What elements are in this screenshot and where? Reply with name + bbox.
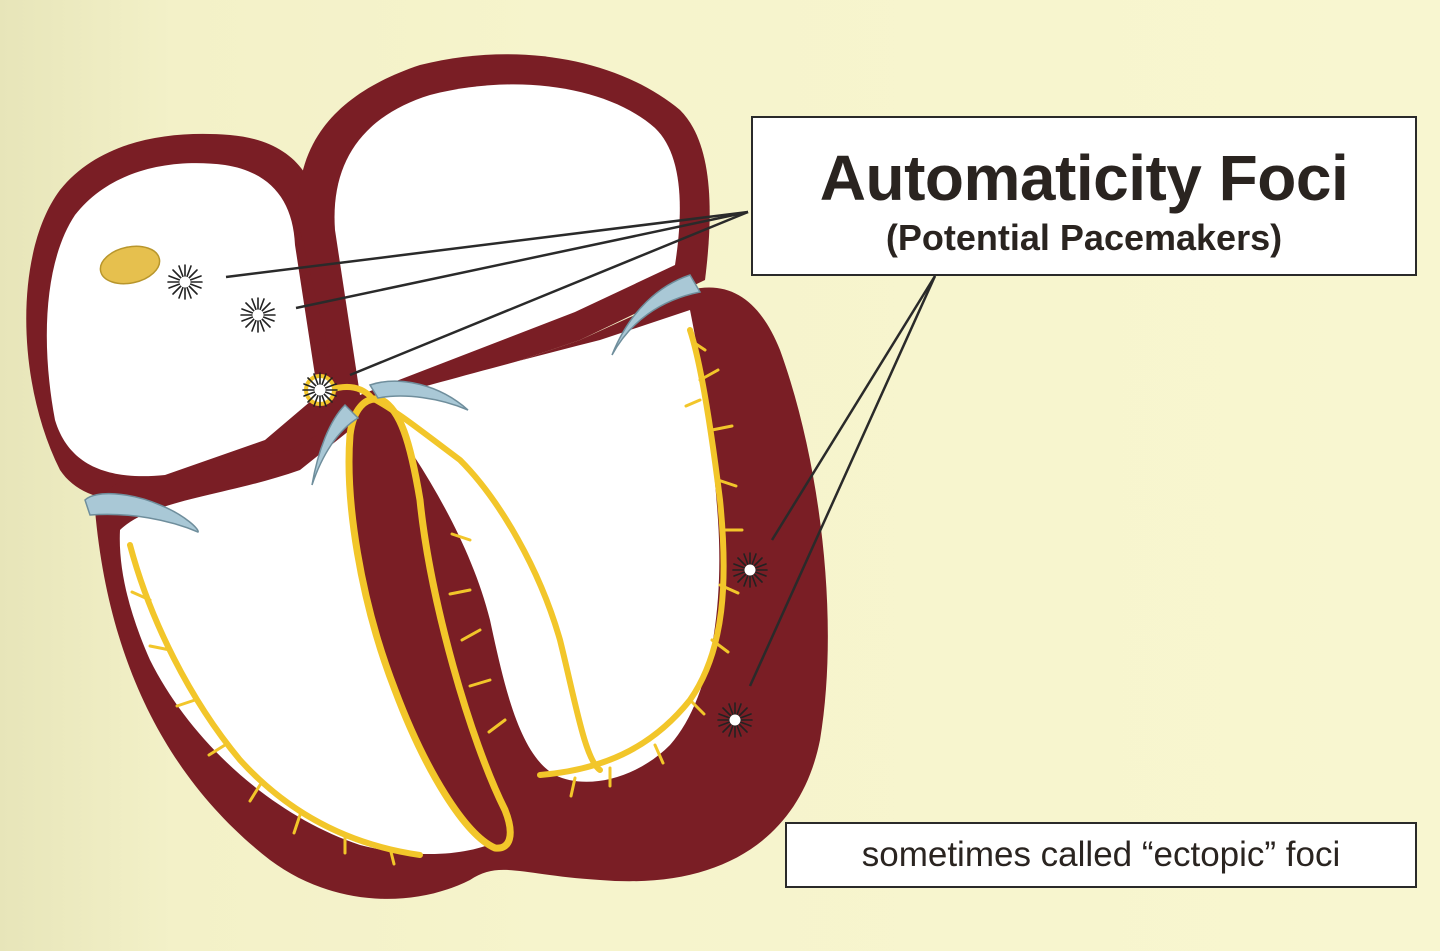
av-node-focus bbox=[302, 372, 338, 408]
septum-outline bbox=[345, 395, 514, 852]
valves bbox=[84, 274, 702, 533]
focus-atrial-1 bbox=[167, 264, 203, 300]
starburst-icon bbox=[167, 264, 203, 300]
chambers bbox=[46, 84, 720, 855]
aortic-valve bbox=[611, 274, 702, 356]
note-box: sometimes called “ectopic” foci bbox=[785, 822, 1417, 888]
starburst-icon bbox=[240, 297, 276, 333]
left-ventricle-chamber bbox=[375, 310, 720, 782]
left-atrium-chamber bbox=[334, 84, 680, 396]
title-box: Automaticity Foci (Potential Pacemakers) bbox=[751, 116, 1417, 276]
focus-ventricular-1 bbox=[732, 552, 768, 588]
right-atrium-chamber bbox=[46, 163, 318, 477]
right-purkinje-fibers bbox=[127, 542, 423, 858]
leader-lines bbox=[225, 210, 937, 687]
tricuspid-valve bbox=[84, 492, 199, 533]
title: Automaticity Foci bbox=[819, 142, 1349, 214]
starburst-icon bbox=[717, 702, 753, 738]
note-text: sometimes called “ectopic” foci bbox=[861, 835, 1341, 874]
septal-valve-left bbox=[311, 403, 360, 486]
right-ventricle-chamber bbox=[119, 430, 500, 855]
purkinje-branches bbox=[130, 340, 744, 866]
subtitle: (Potential Pacemakers) bbox=[885, 217, 1283, 258]
focus-atrial-2 bbox=[240, 297, 276, 333]
mitral-valve bbox=[368, 380, 469, 411]
sa-node bbox=[99, 245, 161, 285]
focus-ventricular-2 bbox=[717, 702, 753, 738]
his-bundle bbox=[327, 383, 603, 773]
starburst-icon bbox=[732, 552, 768, 588]
left-purkinje-fibers bbox=[537, 327, 727, 778]
conduction-system bbox=[127, 327, 744, 866]
